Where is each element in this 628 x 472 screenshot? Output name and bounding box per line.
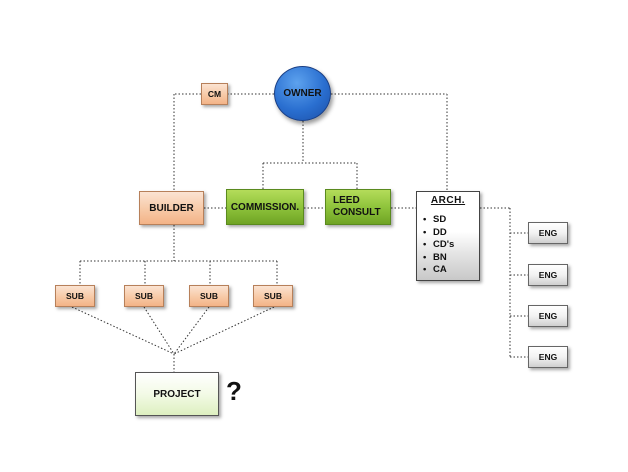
leed-consult-label: LEED CONSULT <box>333 195 381 218</box>
commission-label: COMMISSION. <box>230 201 300 213</box>
sub-node-1: SUB <box>55 285 95 307</box>
arch-phase-item: •BN <box>423 251 447 263</box>
project-label: PROJECT <box>153 388 201 400</box>
eng-node-2: ENG <box>528 264 568 286</box>
leed-consult-node: LEED CONSULT <box>325 189 391 225</box>
line-sub1-project <box>71 306 175 355</box>
arch-node: ARCH. •SD •DD •CD's •BN •CA <box>416 191 480 281</box>
question-mark: ? <box>226 376 242 406</box>
project-node: PROJECT <box>135 372 219 416</box>
arch-title: ARCH. <box>430 195 466 206</box>
sub-node-2: SUB <box>124 285 164 307</box>
eng-label: ENG <box>538 228 558 238</box>
arch-phase-item: •CD's <box>423 239 455 250</box>
line-sub2-project <box>143 306 175 355</box>
line-sub4-project <box>173 306 275 355</box>
sub-label: SUB <box>264 291 282 301</box>
sub-node-3: SUB <box>189 285 229 307</box>
eng-label: ENG <box>538 311 558 321</box>
arch-phase-item: •CA <box>423 264 447 275</box>
sub-label: SUB <box>200 291 218 301</box>
eng-label: ENG <box>538 270 558 280</box>
cm-node: CM <box>201 83 228 105</box>
builder-label: BUILDER <box>149 202 194 214</box>
commission-node: COMMISSION. <box>226 189 304 225</box>
eng-label: ENG <box>538 352 558 362</box>
sub-label: SUB <box>135 291 153 301</box>
builder-node: BUILDER <box>139 191 204 225</box>
arch-phase-item: •DD <box>423 226 447 238</box>
eng-node-1: ENG <box>528 222 568 244</box>
cm-label: CM <box>207 89 222 99</box>
sub-label: SUB <box>66 291 84 301</box>
owner-node: OWNER <box>274 66 331 121</box>
owner-label: OWNER <box>283 88 322 99</box>
eng-node-4: ENG <box>528 346 568 368</box>
arch-phase-list: •SD •DD •CD's •BN •CA <box>417 214 479 277</box>
arch-phase-item: •SD <box>423 214 447 225</box>
eng-node-3: ENG <box>528 305 568 327</box>
line-sub3-project <box>173 306 210 355</box>
sub-node-4: SUB <box>253 285 293 307</box>
